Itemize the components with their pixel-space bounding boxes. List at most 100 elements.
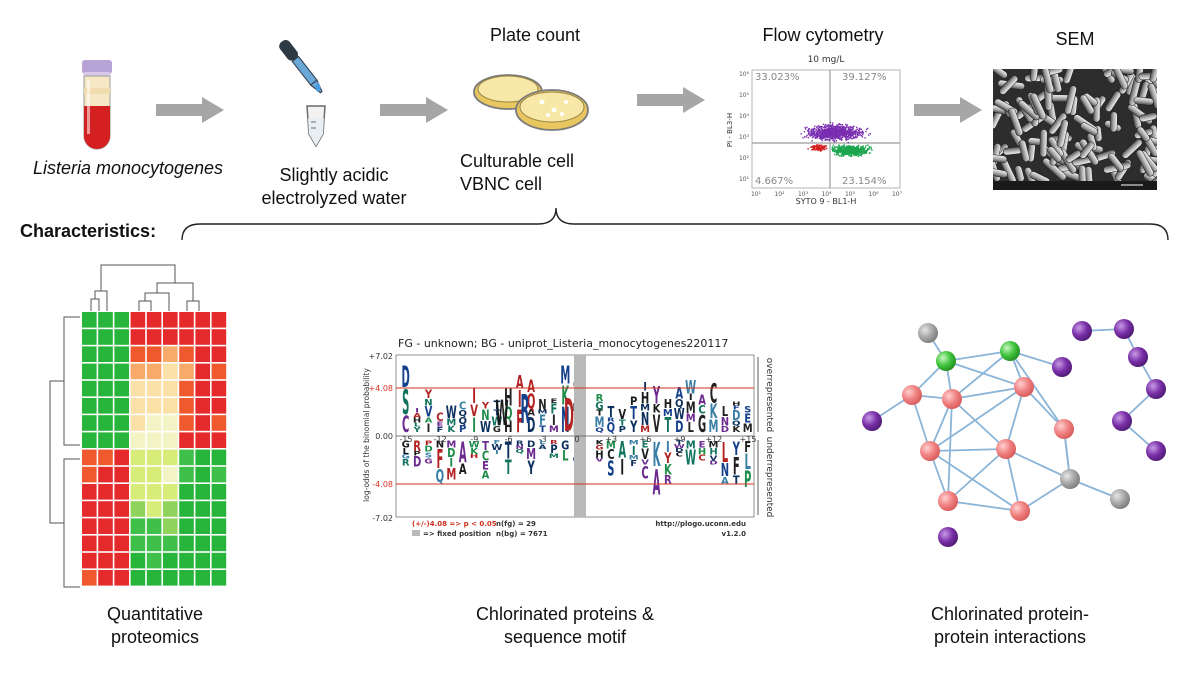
heatmap-cell — [146, 312, 162, 328]
logo-letter: H — [504, 419, 512, 437]
logo-letter: H — [698, 447, 706, 457]
logo-letter: K — [447, 425, 455, 435]
heatmap-cell — [163, 415, 178, 431]
logo-letter: S — [425, 452, 432, 460]
logo-letter: H — [732, 401, 740, 407]
heatmap-cell — [114, 518, 129, 534]
heatmap-cell — [179, 346, 194, 362]
logo-letter: T — [482, 439, 489, 453]
y-tick-label: 10⁴ — [739, 113, 750, 120]
heatmap-cell — [114, 552, 129, 569]
logo-letter: E — [482, 459, 489, 473]
x-tick-label: 10⁵ — [845, 191, 856, 198]
logo-letter: T — [664, 413, 671, 437]
logo-letter: N — [436, 440, 444, 451]
heatmap-cell — [82, 363, 97, 380]
heatmap-cell — [130, 363, 146, 380]
heatmap-cell — [130, 570, 146, 586]
logo-letter: N — [481, 407, 489, 423]
heatmap-cell — [98, 363, 113, 380]
network-edge — [947, 448, 1007, 502]
logo-letter: M — [640, 403, 650, 413]
y-tick-upper: +4.08 — [368, 384, 393, 393]
logo-letter: T — [493, 409, 500, 418]
logo-letter: F — [436, 426, 443, 434]
network-edge — [947, 398, 953, 502]
heatmap-cell — [211, 415, 227, 431]
footer-nfg: n(fg) = 29 — [496, 520, 536, 528]
logo-letter: Y — [629, 418, 637, 437]
protein-node-purple — [1114, 319, 1134, 339]
ppi-network — [862, 319, 1166, 547]
logo-letter: Y — [412, 426, 421, 434]
heatmap-cell — [130, 380, 146, 397]
protein-node-red — [1014, 377, 1034, 397]
logo-letter: R — [550, 440, 558, 446]
heatmap-cell — [179, 329, 194, 345]
characteristics-label: Characteristics: — [20, 221, 157, 241]
network-caption-line2: protein interactions — [933, 626, 1087, 647]
logo-letter: C — [402, 413, 409, 439]
logo-letter: A — [539, 443, 547, 451]
protein-node-purple — [1128, 347, 1148, 367]
heatmap-cell — [82, 484, 97, 500]
x-tick-label: 10¹ — [751, 191, 762, 198]
logo-letter: L — [722, 437, 728, 469]
logo-letter: K — [470, 448, 479, 457]
logo-letter: M — [560, 361, 570, 390]
logo-letter: F — [744, 438, 751, 456]
protein-node-red — [1054, 419, 1074, 439]
logo-letter: F — [493, 440, 500, 446]
logo-letter: D — [709, 460, 718, 466]
logo-letter: L — [688, 420, 695, 436]
logo-letter: C — [607, 447, 614, 463]
logo-letter: F — [550, 401, 557, 417]
logo-letter: Y — [652, 382, 660, 409]
heatmap-cell — [82, 312, 97, 328]
heatmap-cell — [130, 466, 146, 483]
logo-letter: A — [698, 392, 706, 408]
heatmap-caption-line2: proteomics — [110, 626, 200, 647]
logo-letter: P — [425, 439, 432, 446]
logo-letter: P — [413, 450, 420, 457]
logo-letter: Y — [481, 401, 489, 411]
curly-brace — [181, 207, 1169, 241]
heatmap-cell — [114, 380, 129, 397]
plate-caption: Culturable cell VBNC cell — [460, 150, 610, 195]
heatmap-cell — [82, 329, 97, 345]
quadrant-upper-right: 39.127% — [842, 72, 887, 83]
logo-title: FG - unknown; BG - uniprot_Listeria_mono… — [398, 337, 728, 350]
heatmap-cell — [82, 466, 97, 483]
heatmap-cell — [163, 518, 178, 534]
logo-letter: I — [552, 411, 556, 428]
logo-letter: M — [629, 439, 639, 446]
logo-caption-line1: Chlorinated proteins & — [475, 604, 655, 624]
logo-letter: V — [653, 411, 661, 438]
y-tick-label: 10⁶ — [739, 71, 750, 78]
logo-letter: T — [505, 438, 512, 465]
heatmap-caption-line1: Quantitative — [106, 604, 204, 624]
network-edge — [929, 448, 1007, 452]
heatmap-cell — [146, 363, 162, 380]
heatmap-cell — [211, 466, 227, 483]
footer-url: http://plogo.uconn.edu — [655, 520, 746, 528]
logo-x-tick: +12 — [705, 435, 722, 444]
protein-node-purple — [862, 411, 882, 431]
logo-letter: A — [459, 461, 467, 477]
logo-caption-line2: sequence motif — [503, 626, 627, 647]
logo-letter: D — [675, 448, 684, 454]
logo-letter: I — [666, 438, 670, 456]
network-edge — [1009, 350, 1065, 430]
footer-fixed: => fixed position — [423, 530, 491, 538]
protein-node-purple — [1146, 441, 1166, 461]
logo-letter: M — [709, 417, 719, 437]
y-tick-zero: 0.00 — [375, 432, 393, 441]
logo-letter: Y — [527, 457, 536, 479]
heatmap-cell — [179, 484, 194, 500]
saew-label-line1: Slightly acidic — [279, 165, 389, 185]
heatmap-cell — [211, 570, 227, 586]
heatmap-cell — [82, 398, 97, 414]
logo-x-tick: -9 — [470, 435, 478, 444]
test-tube-icon — [82, 60, 112, 150]
